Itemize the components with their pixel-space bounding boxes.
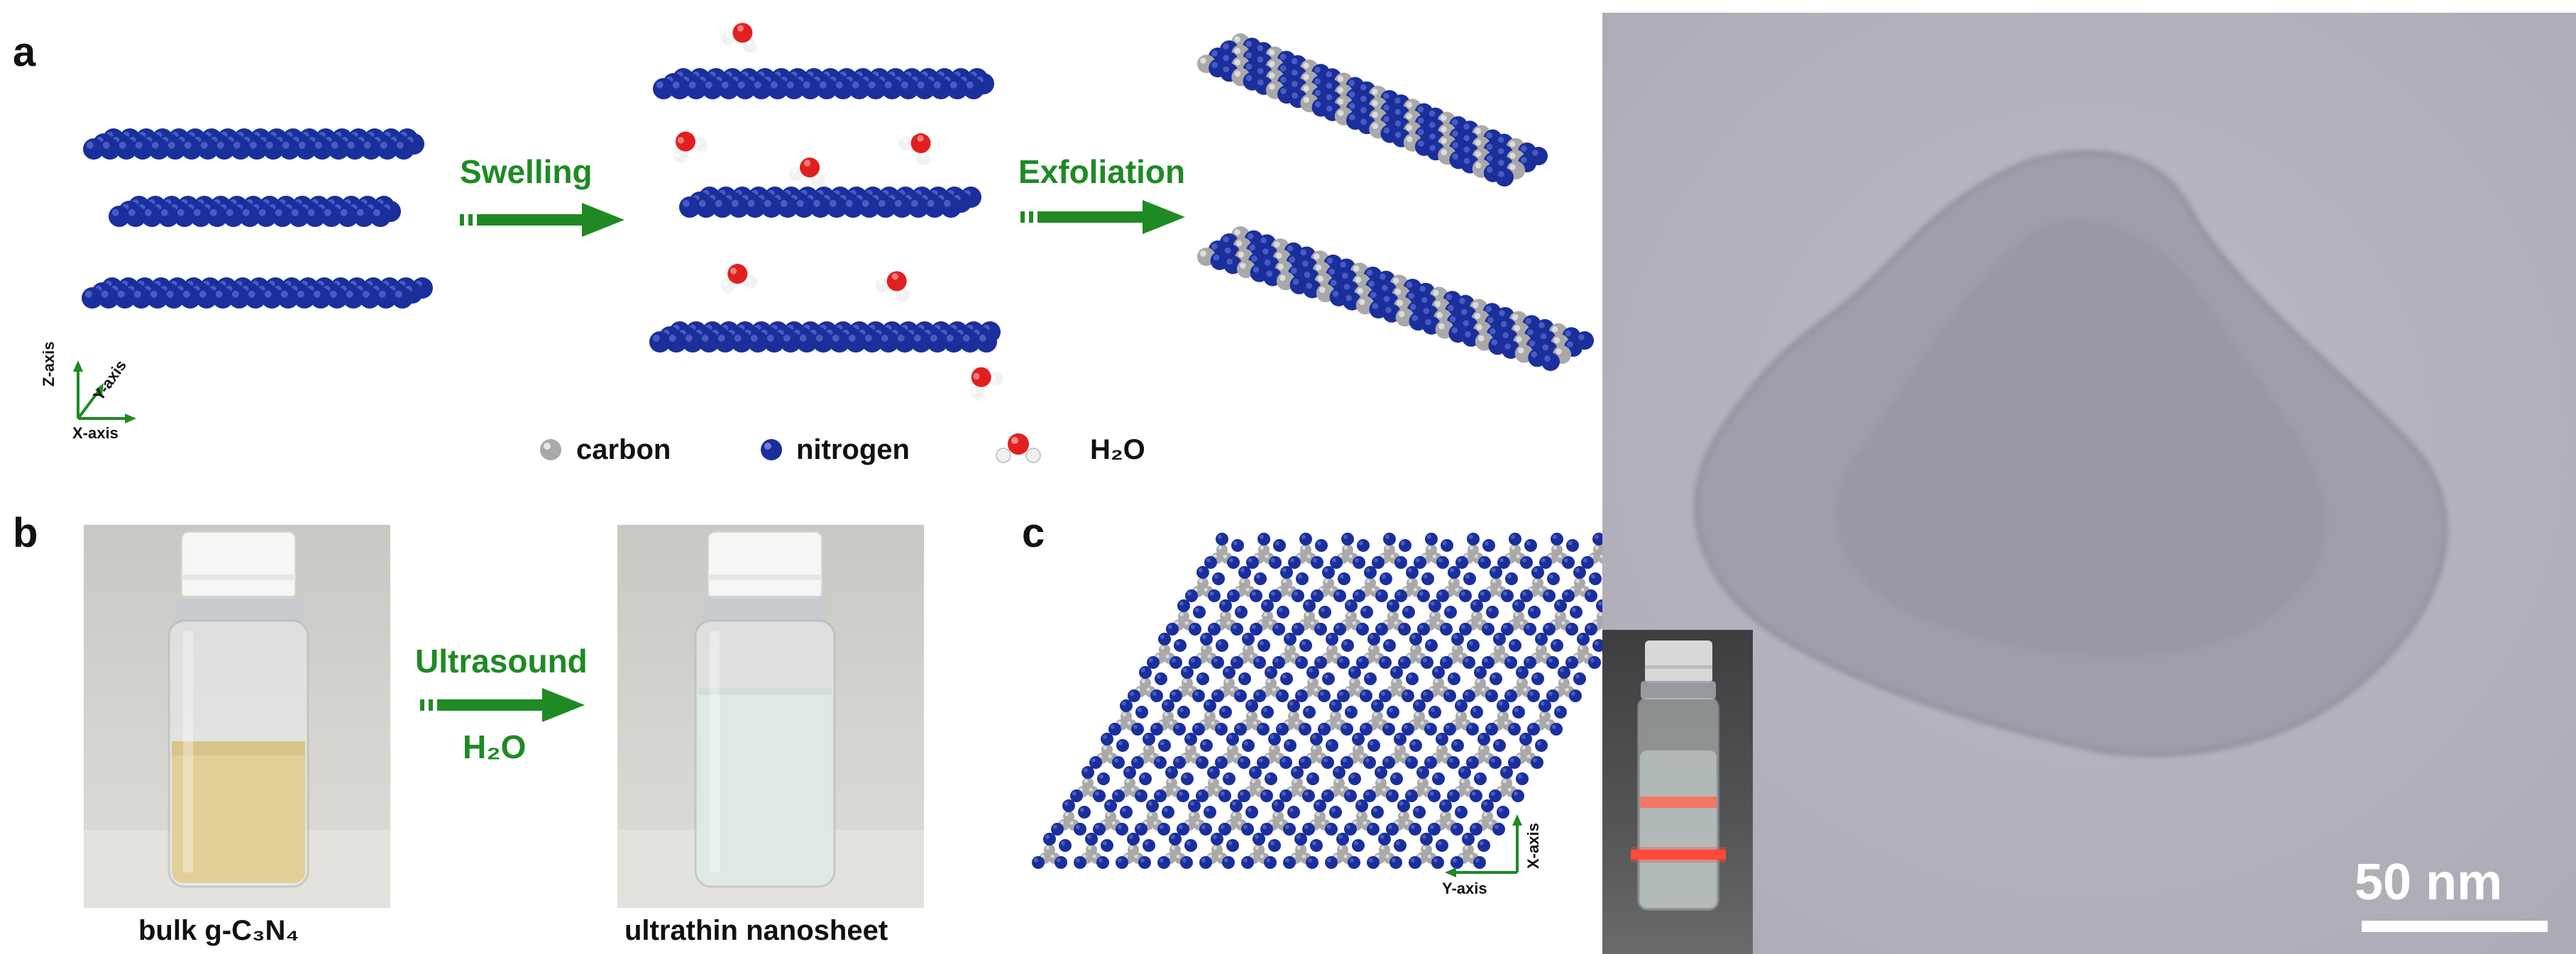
bulk-caption: bulk g-C₃N₄ [138, 915, 299, 946]
legend-carbon-label: carbon [576, 434, 671, 465]
bulk-vial-photo [84, 525, 390, 908]
y-axis-label-c: Y-axis [1442, 880, 1487, 897]
legend-carbon-icon [540, 439, 561, 460]
swelling-arrow-icon [460, 203, 624, 237]
exfoliation-arrow-icon [1020, 200, 1185, 234]
ultrasound-h2o-label: H₂O [463, 728, 527, 765]
exfoliation-label: Exfoliation [1018, 153, 1186, 190]
exfoliated-sheets-illustration [1197, 33, 1594, 371]
scale-bar [2362, 921, 2548, 932]
axes-indicator-c-icon [1445, 814, 1522, 877]
ultrasound-label: Ultrasound [415, 643, 588, 680]
swollen-layers-illustration [649, 23, 1003, 399]
legend-water-label: H₂O [1090, 434, 1145, 465]
axes-indicator-icon [73, 360, 136, 423]
panel-label-c: c [1022, 510, 1045, 556]
x-axis-label-a: X-axis [72, 424, 119, 442]
y-axis-label-a: Y-axis [89, 356, 130, 404]
bulk-layers-illustration [82, 128, 433, 309]
legend-water-icon [996, 433, 1041, 463]
legend-nitrogen-icon [761, 439, 782, 460]
g-c3n4-lattice-illustration [1032, 533, 1663, 869]
nanosheet-caption: ultrathin nanosheet [624, 915, 888, 946]
panel-label-a: a [13, 29, 36, 75]
z-axis-label: Z-axis [40, 341, 57, 387]
panel-label-b: b [13, 510, 38, 556]
legend-nitrogen-label: nitrogen [796, 434, 910, 465]
x-axis-label-c: X-axis [1524, 823, 1542, 869]
ultrasound-arrow-icon [420, 688, 585, 722]
scale-bar-label: 50 nm [2355, 854, 2503, 911]
tyndall-inset-photo [1602, 630, 1753, 954]
tem-micrograph-photo: 50 nm [1602, 13, 2576, 954]
nanosheet-vial-photo [617, 525, 924, 908]
swelling-label: Swelling [460, 153, 593, 190]
